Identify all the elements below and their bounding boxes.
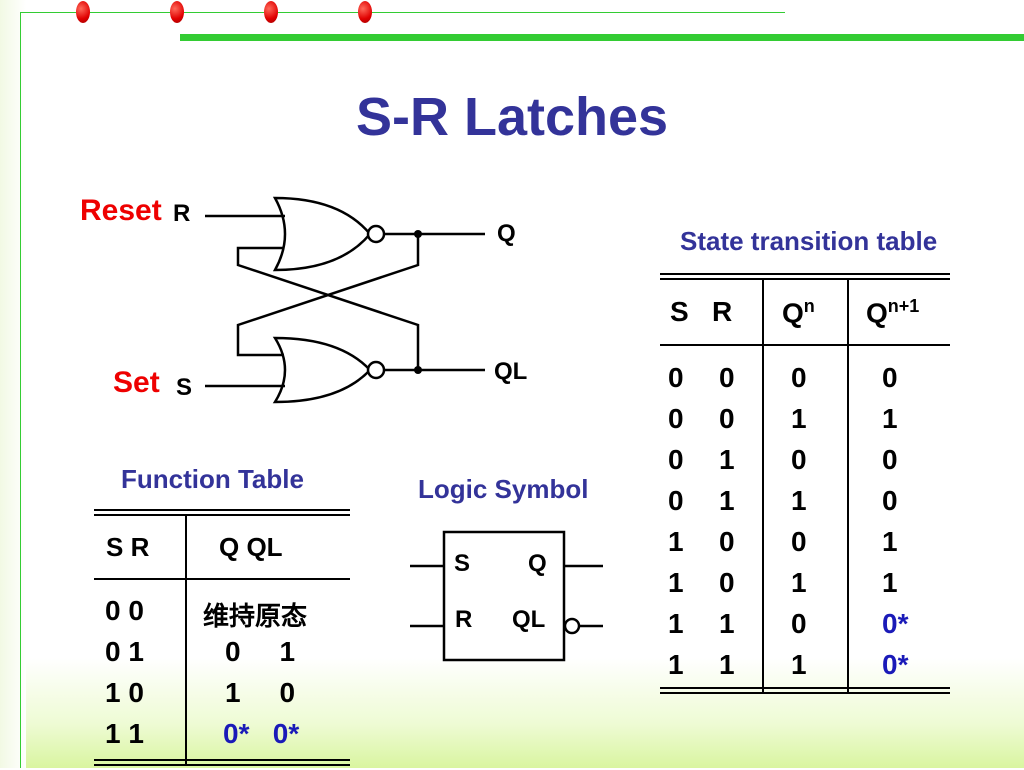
state-table-cell-qn1: 0	[882, 485, 898, 516]
state-table-cell-s: 1	[668, 649, 684, 680]
red-dot-decor	[170, 1, 184, 23]
input-r-label: R	[173, 200, 191, 227]
output-ql-label: QL	[494, 358, 528, 385]
state-table-cell-r: 0	[719, 526, 735, 557]
top-green-bar	[180, 34, 1024, 41]
left-decor-band	[0, 0, 26, 768]
reset-label: Reset	[80, 194, 162, 227]
nor-gate-bottom	[272, 336, 372, 404]
state-table-cell-s: 0	[668, 444, 684, 475]
state-table-cell-qn: 0	[791, 362, 807, 393]
function-table-row-outputs: 0 1	[225, 636, 296, 667]
state-table-cell-qn1: 1	[882, 526, 898, 557]
junction-dot-q	[414, 230, 422, 238]
state-table-cell-r: 0	[719, 567, 735, 598]
state-table-cell-qn1: 0	[882, 444, 898, 475]
slide-title: S-R Latches	[355, 87, 669, 147]
state-table-cell-r: 0	[719, 403, 735, 434]
function-table-row-inputs: 0 1	[105, 636, 144, 667]
state-table-heading: State transition table	[680, 226, 938, 256]
function-table-header-inputs: S R	[106, 532, 150, 562]
state-table-cell-qn: 0	[791, 608, 807, 639]
function-table-rules	[94, 509, 350, 766]
function-table-row-inputs: 1 0	[105, 677, 144, 708]
qn-base: Q	[782, 297, 804, 329]
wire-q-feedback	[236, 234, 420, 357]
set-label: Set	[113, 366, 160, 399]
state-table-cell-qn: 1	[791, 485, 807, 516]
state-table-cell-r: 1	[719, 485, 735, 516]
function-table-row-outputs: 维持原态	[203, 601, 308, 631]
function-table-row-outputs: 0* 0*	[223, 718, 300, 749]
state-table-cell-qn1: 0*	[882, 649, 909, 680]
function-table-row-outputs: 1 0	[225, 677, 296, 708]
function-table-row-inputs: 1 1	[105, 718, 144, 749]
function-table-header-outputs: Q QL	[219, 532, 283, 562]
junction-dot-ql	[414, 366, 422, 374]
bottom-gradient	[0, 658, 1024, 768]
state-table-cell-s: 1	[668, 567, 684, 598]
state-table-cell-qn1: 1	[882, 567, 898, 598]
state-table-cell-qn: 1	[791, 567, 807, 598]
left-vertical-line	[20, 12, 21, 768]
function-table-heading: Function Table	[121, 464, 304, 494]
state-table-header-qn1: Qn+1	[866, 296, 919, 329]
state-table-cell-qn1: 0*	[882, 608, 909, 639]
inversion-bubble-top	[366, 224, 386, 244]
symbol-pin-q-label: Q	[528, 550, 547, 577]
red-dot-decor	[264, 1, 278, 23]
top-thin-line	[20, 12, 785, 13]
red-dot-decor	[76, 1, 90, 23]
state-table-header-qn: Qn	[782, 296, 815, 329]
state-table-cell-r: 0	[719, 362, 735, 393]
state-table-cell-s: 0	[668, 485, 684, 516]
output-q-label: Q	[497, 220, 516, 247]
state-table-cell-qn1: 0	[882, 362, 898, 393]
qn1-superscript: n+1	[887, 296, 920, 316]
symbol-pin-s-label: S	[454, 550, 471, 577]
wire-ql-feedback	[236, 246, 420, 370]
symbol-pin-ql-label: QL	[512, 606, 546, 633]
state-table-cell-s: 1	[668, 608, 684, 639]
state-table-cell-s: 1	[668, 526, 684, 557]
inversion-bubble-bottom	[366, 360, 386, 380]
state-table-cell-qn: 1	[791, 649, 807, 680]
state-table-cell-r: 1	[719, 608, 735, 639]
logic-symbol-heading: Logic Symbol	[418, 474, 589, 504]
state-table-cell-qn: 1	[791, 403, 807, 434]
input-s-label: S	[176, 374, 193, 401]
symbol-box	[442, 530, 566, 662]
red-dot-decor	[358, 1, 372, 23]
state-table-cell-s: 0	[668, 362, 684, 393]
logic-symbol-block	[410, 530, 603, 662]
state-table-cell-qn: 0	[791, 526, 807, 557]
state-table-cell-r: 1	[719, 444, 735, 475]
qn-superscript: n	[803, 296, 815, 316]
state-table-header-sr: S R	[670, 296, 733, 327]
state-table-cell-qn: 0	[791, 444, 807, 475]
function-table-row-inputs: 0 0	[105, 595, 144, 626]
pin-ql-bubble	[563, 617, 581, 635]
nor-gate-top	[272, 196, 372, 272]
sr-latch-circuit	[205, 196, 485, 404]
symbol-pin-r-label: R	[455, 606, 473, 633]
qn1-base: Q	[866, 297, 888, 329]
state-table-rules	[660, 273, 950, 694]
state-table-cell-s: 0	[668, 403, 684, 434]
state-table-cell-qn1: 1	[882, 403, 898, 434]
state-table-cell-r: 1	[719, 649, 735, 680]
